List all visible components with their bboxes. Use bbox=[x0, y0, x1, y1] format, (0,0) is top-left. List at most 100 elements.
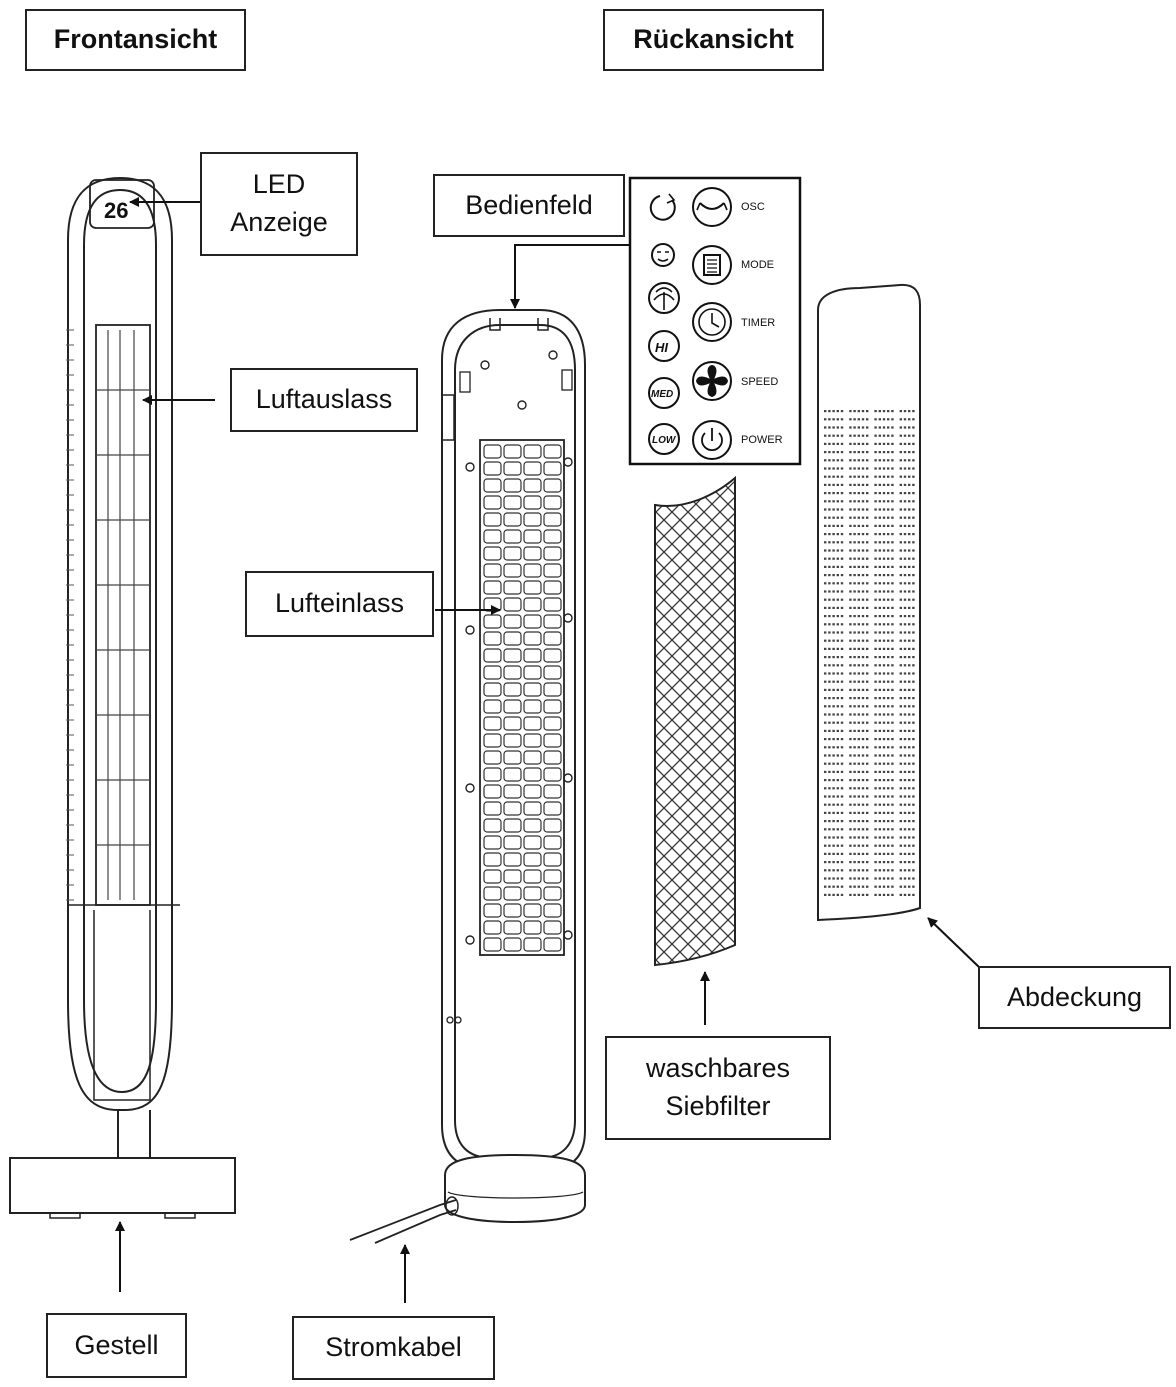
cover-perforation bbox=[832, 828, 835, 831]
cover-perforation bbox=[861, 770, 865, 773]
cover-perforation bbox=[857, 549, 860, 552]
cover-perforation bbox=[832, 557, 835, 560]
cover-perforation bbox=[828, 893, 831, 896]
cover-perforation bbox=[836, 582, 839, 585]
cover-perforation bbox=[882, 664, 886, 667]
cover-perforation bbox=[912, 606, 915, 609]
cover-perforation bbox=[891, 770, 894, 773]
cover-perforation bbox=[912, 647, 915, 650]
cover-perforation bbox=[912, 426, 915, 429]
cover-perforation bbox=[882, 762, 886, 765]
cover-perforation bbox=[840, 508, 844, 511]
cover-perforation bbox=[853, 746, 856, 749]
cover-perforation bbox=[874, 803, 877, 806]
control-panel-label: Bedienfeld bbox=[433, 174, 625, 237]
intake-slot bbox=[523, 614, 542, 629]
cover-perforation bbox=[908, 680, 911, 683]
cover-perforation bbox=[849, 639, 852, 642]
cover-perforation bbox=[853, 615, 856, 618]
cover-perforation bbox=[903, 828, 907, 831]
cover-perforation bbox=[836, 590, 839, 593]
intake-slot bbox=[543, 597, 562, 612]
cover-perforation bbox=[887, 500, 890, 503]
cover-perforation bbox=[836, 820, 839, 823]
cover-perforation bbox=[878, 877, 881, 880]
cover-perforation bbox=[840, 688, 844, 691]
cover-perforation bbox=[891, 582, 894, 585]
cover-perforation bbox=[840, 623, 844, 626]
cover-perforation bbox=[853, 869, 856, 872]
cover-perforation bbox=[899, 803, 902, 806]
cover-perforation bbox=[908, 549, 911, 552]
cover-perforation bbox=[857, 541, 860, 544]
cover-perforation bbox=[840, 869, 844, 872]
cover-perforation bbox=[891, 836, 894, 839]
cover-perforation bbox=[878, 541, 881, 544]
cover-perforation bbox=[882, 754, 886, 757]
cover-perforation bbox=[899, 861, 902, 864]
cover-perforation bbox=[891, 820, 894, 823]
cover-perforation bbox=[853, 590, 856, 593]
intake-slot bbox=[503, 546, 522, 561]
cover-perforation bbox=[887, 795, 890, 798]
cover-perforation bbox=[882, 647, 886, 650]
cover-perforation bbox=[824, 836, 827, 839]
cover-perforation bbox=[828, 869, 831, 872]
cover-perforation bbox=[857, 574, 860, 577]
cover-perforation bbox=[882, 828, 886, 831]
cover-perforation bbox=[903, 582, 907, 585]
cover-perforation bbox=[861, 451, 865, 454]
cover-perforation bbox=[861, 467, 865, 470]
intake-slot bbox=[523, 733, 542, 748]
cover-perforation bbox=[912, 721, 915, 724]
intake-slot bbox=[523, 784, 542, 799]
cover-perforation bbox=[840, 861, 844, 864]
cover-perforation bbox=[861, 787, 865, 790]
cover-perforation bbox=[908, 893, 911, 896]
cover-perforation bbox=[849, 524, 852, 527]
cover-perforation bbox=[840, 524, 844, 527]
cover-perforation bbox=[874, 451, 877, 454]
cover-perforation bbox=[891, 606, 894, 609]
cover-perforation bbox=[836, 442, 839, 445]
cover-perforation bbox=[882, 672, 886, 675]
cover-perforation bbox=[887, 869, 890, 872]
cover-perforation bbox=[899, 500, 902, 503]
cover-perforation bbox=[853, 713, 856, 716]
cover-perforation bbox=[878, 811, 881, 814]
cover-perforation bbox=[861, 492, 865, 495]
cover-perforation bbox=[912, 508, 915, 511]
intake-slot bbox=[503, 512, 522, 527]
cover-perforation bbox=[912, 483, 915, 486]
cover-perforation bbox=[840, 697, 844, 700]
cover-perforation bbox=[832, 459, 835, 462]
cover-perforation bbox=[861, 729, 865, 732]
washable-filter-line2: Siebfilter bbox=[665, 1091, 771, 1121]
intake-slot bbox=[483, 631, 502, 646]
cover-perforation bbox=[899, 623, 902, 626]
cover-perforation bbox=[861, 795, 865, 798]
cover-perforation bbox=[912, 746, 915, 749]
natural-wind-icon bbox=[648, 282, 680, 314]
cover-perforation bbox=[903, 492, 907, 495]
cover-perforation bbox=[891, 565, 894, 568]
cover-perforation bbox=[882, 852, 886, 855]
cover-perforation bbox=[832, 754, 835, 757]
cover-perforation bbox=[908, 623, 911, 626]
cover-perforation bbox=[832, 549, 835, 552]
cover-perforation bbox=[832, 680, 835, 683]
led-display-label: LED Anzeige bbox=[200, 152, 358, 256]
washable-filter bbox=[654, 475, 736, 967]
cover-perforation bbox=[824, 606, 827, 609]
cover-perforation bbox=[866, 844, 869, 847]
cover-perforation bbox=[836, 787, 839, 790]
cover-perforation bbox=[828, 606, 831, 609]
cover-perforation bbox=[891, 787, 894, 790]
cover-perforation bbox=[849, 565, 852, 568]
cover-perforation bbox=[912, 557, 915, 560]
back-tower bbox=[349, 309, 586, 1244]
cover-perforation bbox=[853, 549, 856, 552]
cover-perforation bbox=[857, 451, 860, 454]
cover-perforation bbox=[828, 820, 831, 823]
cover-perforation bbox=[866, 762, 869, 765]
